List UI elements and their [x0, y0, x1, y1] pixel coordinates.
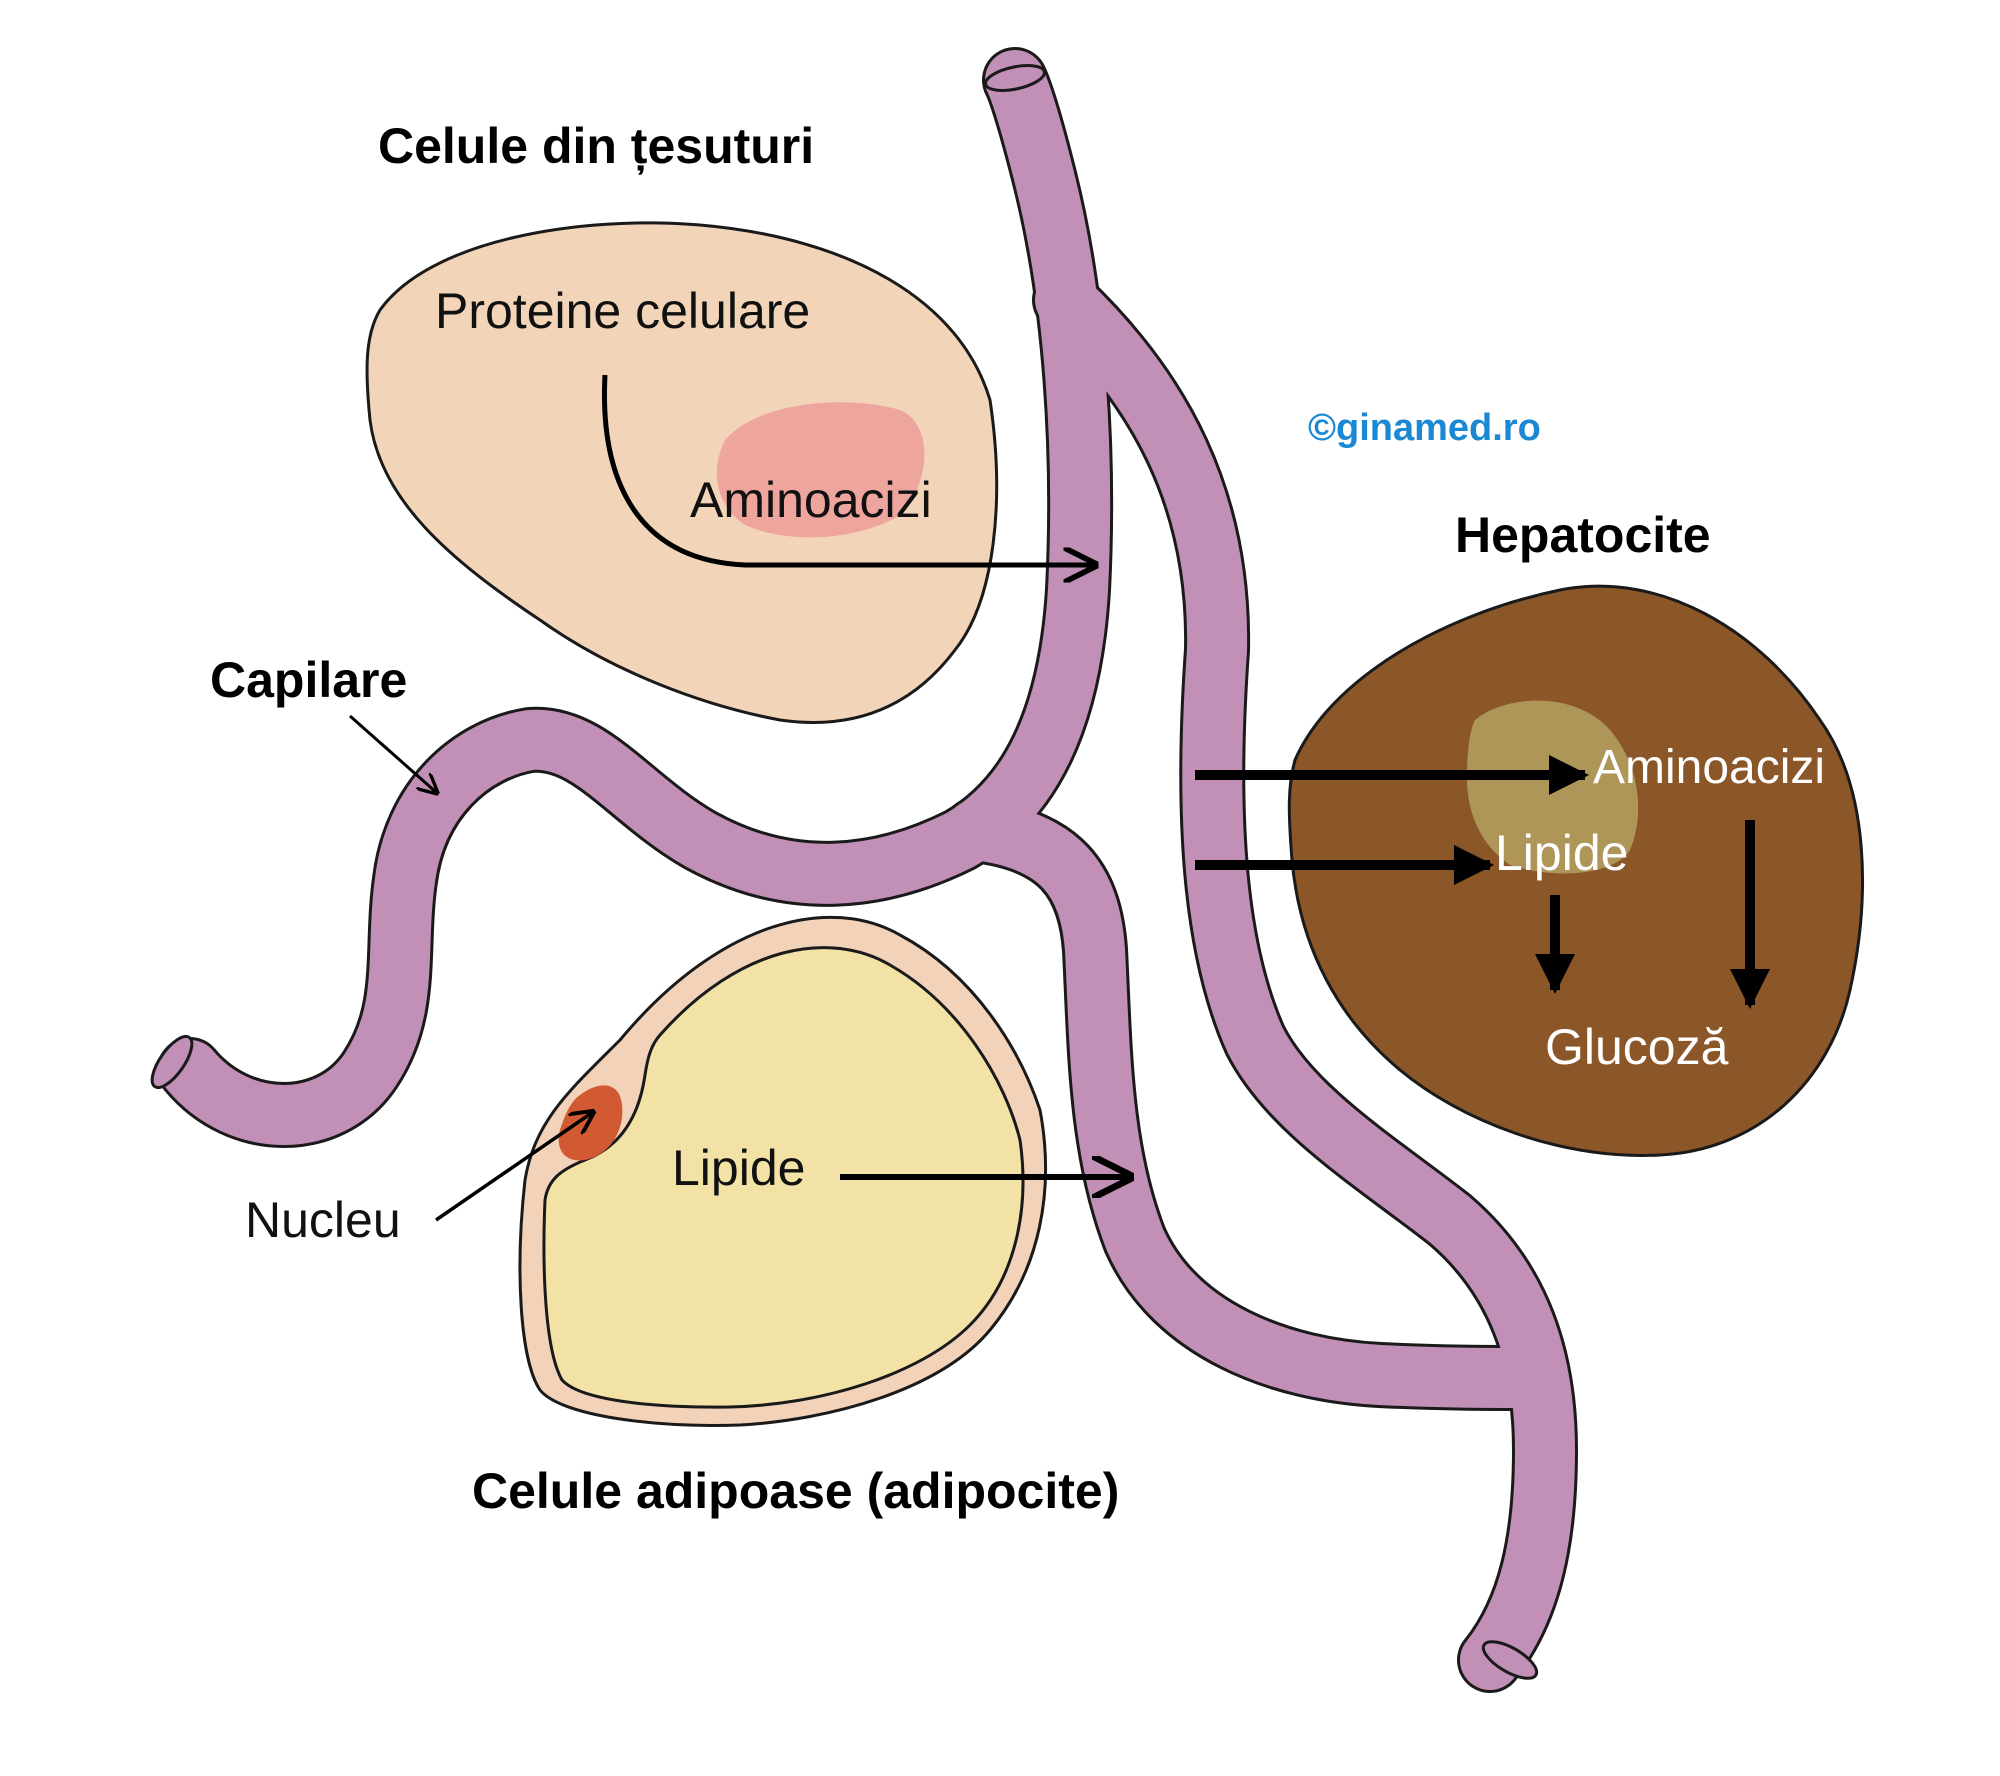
title-adipocytes: Celule adipoase (adipocite) — [472, 1463, 1119, 1519]
label-tissue-proteins: Proteine celulare — [435, 283, 810, 339]
arrow-tissue-to-capillary — [601, 374, 1095, 565]
arrow-capillary-label-pointer — [349, 714, 437, 793]
label-tissue-aminoacids: Aminoacizi — [690, 472, 932, 528]
tissue-aminoacid-blob — [716, 402, 925, 538]
title-hepatocytes: Hepatocite — [1455, 507, 1711, 563]
label-hep-lipids: Lipide — [1495, 825, 1628, 881]
label-adipocyte-lipids: Lipide — [672, 1140, 805, 1196]
label-hep-aminoacids: Aminoacizi — [1593, 741, 1825, 794]
arrow-nucleus-pointer — [435, 1112, 593, 1222]
title-tissue-cells: Celule din țesuturi — [378, 118, 814, 174]
arrows — [349, 374, 1770, 1222]
watermark: ©ginamed.ro — [1308, 407, 1541, 449]
label-hep-glucose: Glucoză — [1545, 1019, 1729, 1075]
label-capillaries: Capilare — [210, 652, 407, 708]
tissue-cell — [365, 221, 999, 724]
capillary-network — [150, 47, 1578, 1693]
label-nucleus: Nucleu — [245, 1192, 401, 1248]
